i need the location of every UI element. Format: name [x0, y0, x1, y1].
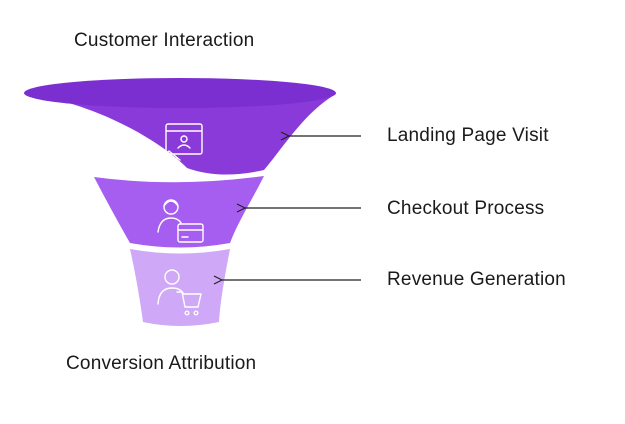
funnel-stage-checkout [94, 176, 264, 248]
funnel-stage-revenue [130, 249, 230, 326]
checkout-icon [157, 199, 204, 243]
stage-label-revenue: Revenue Generation [387, 269, 566, 290]
funnel-rim [24, 78, 336, 108]
landing-page-icon [157, 123, 203, 170]
funnel-stage-landing [24, 93, 336, 175]
diagram-title: Customer Interaction [74, 30, 255, 51]
revenue-cart-icon [157, 269, 202, 316]
stage-label-landing: Landing Page Visit [387, 125, 549, 146]
stage-label-checkout: Checkout Process [387, 198, 545, 219]
diagram-footer: Conversion Attribution [66, 353, 257, 374]
